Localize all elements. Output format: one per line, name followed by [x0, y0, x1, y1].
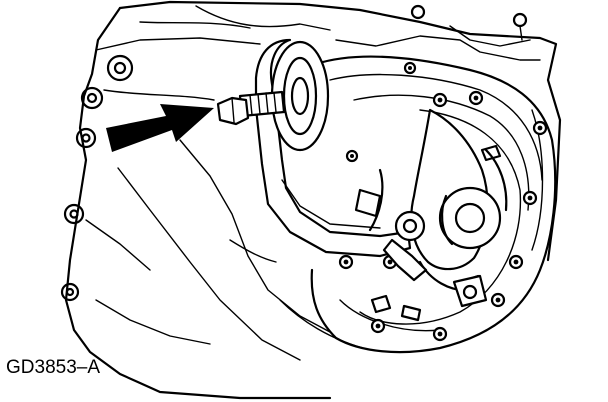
pump-hub: [410, 108, 508, 308]
figure-id-label: GD3853–A: [6, 357, 101, 378]
transmission-case: [60, 0, 562, 400]
pump-cover-plate: [310, 55, 557, 354]
bolt-icon: [216, 90, 286, 126]
mounting-bracket: [254, 38, 428, 282]
seal-ring: [270, 40, 330, 152]
pointer-arrow-icon: [106, 104, 214, 152]
